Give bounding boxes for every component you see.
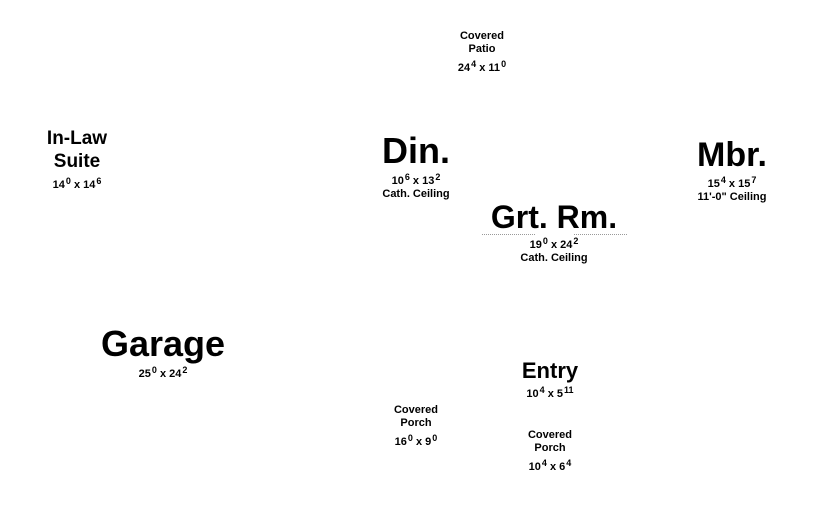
room-name: Suite bbox=[53, 151, 101, 172]
length-inches: 6 bbox=[96, 176, 102, 186]
length-feet: 5 bbox=[556, 388, 564, 400]
room-dimensions: 160 x 90 bbox=[394, 433, 438, 449]
length-inches: 0 bbox=[432, 433, 438, 443]
width-feet: 24 bbox=[457, 62, 471, 74]
width-feet: 10 bbox=[526, 388, 539, 400]
room-dimensions: 140 x 146 bbox=[52, 176, 102, 192]
room-name: Din. bbox=[382, 130, 450, 171]
width-inches: 4 bbox=[471, 59, 477, 69]
room-name: Entry bbox=[521, 358, 579, 383]
width-inches: 4 bbox=[720, 175, 726, 185]
room-name: Porch bbox=[534, 442, 566, 454]
length-feet: 24 bbox=[169, 368, 182, 380]
width-inches: 0 bbox=[65, 176, 71, 186]
ceiling-note: 11'-0" Ceiling bbox=[697, 191, 767, 203]
length-inches: 4 bbox=[566, 458, 572, 468]
length-feet: 24 bbox=[560, 239, 573, 251]
room-name: Mbr. bbox=[697, 136, 767, 174]
width-feet: 14 bbox=[52, 179, 65, 191]
width-inches: 0 bbox=[542, 236, 548, 246]
length-feet: 14 bbox=[83, 179, 96, 191]
width-feet: 19 bbox=[529, 239, 542, 251]
width-feet: 25 bbox=[138, 368, 151, 380]
great-room-divider-left bbox=[482, 234, 535, 235]
room-dimensions: 104 x 511 bbox=[526, 385, 574, 401]
room-name: Porch bbox=[400, 417, 432, 429]
length-inches: 2 bbox=[435, 172, 441, 182]
length-feet: 15 bbox=[738, 178, 751, 190]
width-inches: 0 bbox=[407, 433, 413, 443]
ceiling-note: Cath. Ceiling bbox=[520, 252, 588, 264]
great-room-divider-right bbox=[574, 234, 627, 235]
room-name: Covered bbox=[459, 30, 505, 42]
length-feet: 6 bbox=[559, 461, 566, 473]
room-dimensions: 106 x 132 bbox=[391, 172, 441, 188]
width-feet: 10 bbox=[391, 175, 404, 187]
length-feet: 9 bbox=[425, 436, 432, 448]
length-inches: 7 bbox=[751, 175, 757, 185]
room-name: Patio bbox=[468, 43, 496, 55]
length-feet: 13 bbox=[422, 175, 435, 187]
length-inches: 0 bbox=[501, 59, 507, 69]
room-dimensions: 190 x 242 bbox=[529, 236, 579, 252]
length-inches: 11 bbox=[564, 385, 574, 395]
length-inches: 2 bbox=[573, 236, 579, 246]
room-name: Grt. Rm. bbox=[490, 199, 618, 235]
ceiling-note: Cath. Ceiling bbox=[382, 188, 450, 200]
width-inches: 6 bbox=[404, 172, 410, 182]
room-name: Covered bbox=[527, 429, 573, 441]
width-inches: 0 bbox=[151, 365, 157, 375]
room-dimensions: 154 x 157 bbox=[707, 175, 757, 191]
room-dimensions: 104 x 64 bbox=[528, 458, 572, 474]
width-feet: 10 bbox=[528, 461, 541, 473]
room-entry: Entry 104 x 511 bbox=[521, 358, 579, 401]
width-feet: 15 bbox=[707, 178, 720, 190]
width-inches: 4 bbox=[541, 458, 547, 468]
room-name: In-Law bbox=[46, 128, 108, 149]
width-inches: 4 bbox=[539, 385, 545, 395]
room-name: Covered bbox=[393, 404, 439, 416]
width-feet: 16 bbox=[394, 436, 407, 448]
room-name: Garage bbox=[100, 323, 226, 364]
length-feet: 11 bbox=[488, 62, 501, 74]
room-dimensions: 244 x 110 bbox=[457, 59, 507, 75]
length-inches: 2 bbox=[182, 365, 188, 375]
room-dimensions: 250 x 242 bbox=[138, 365, 188, 381]
